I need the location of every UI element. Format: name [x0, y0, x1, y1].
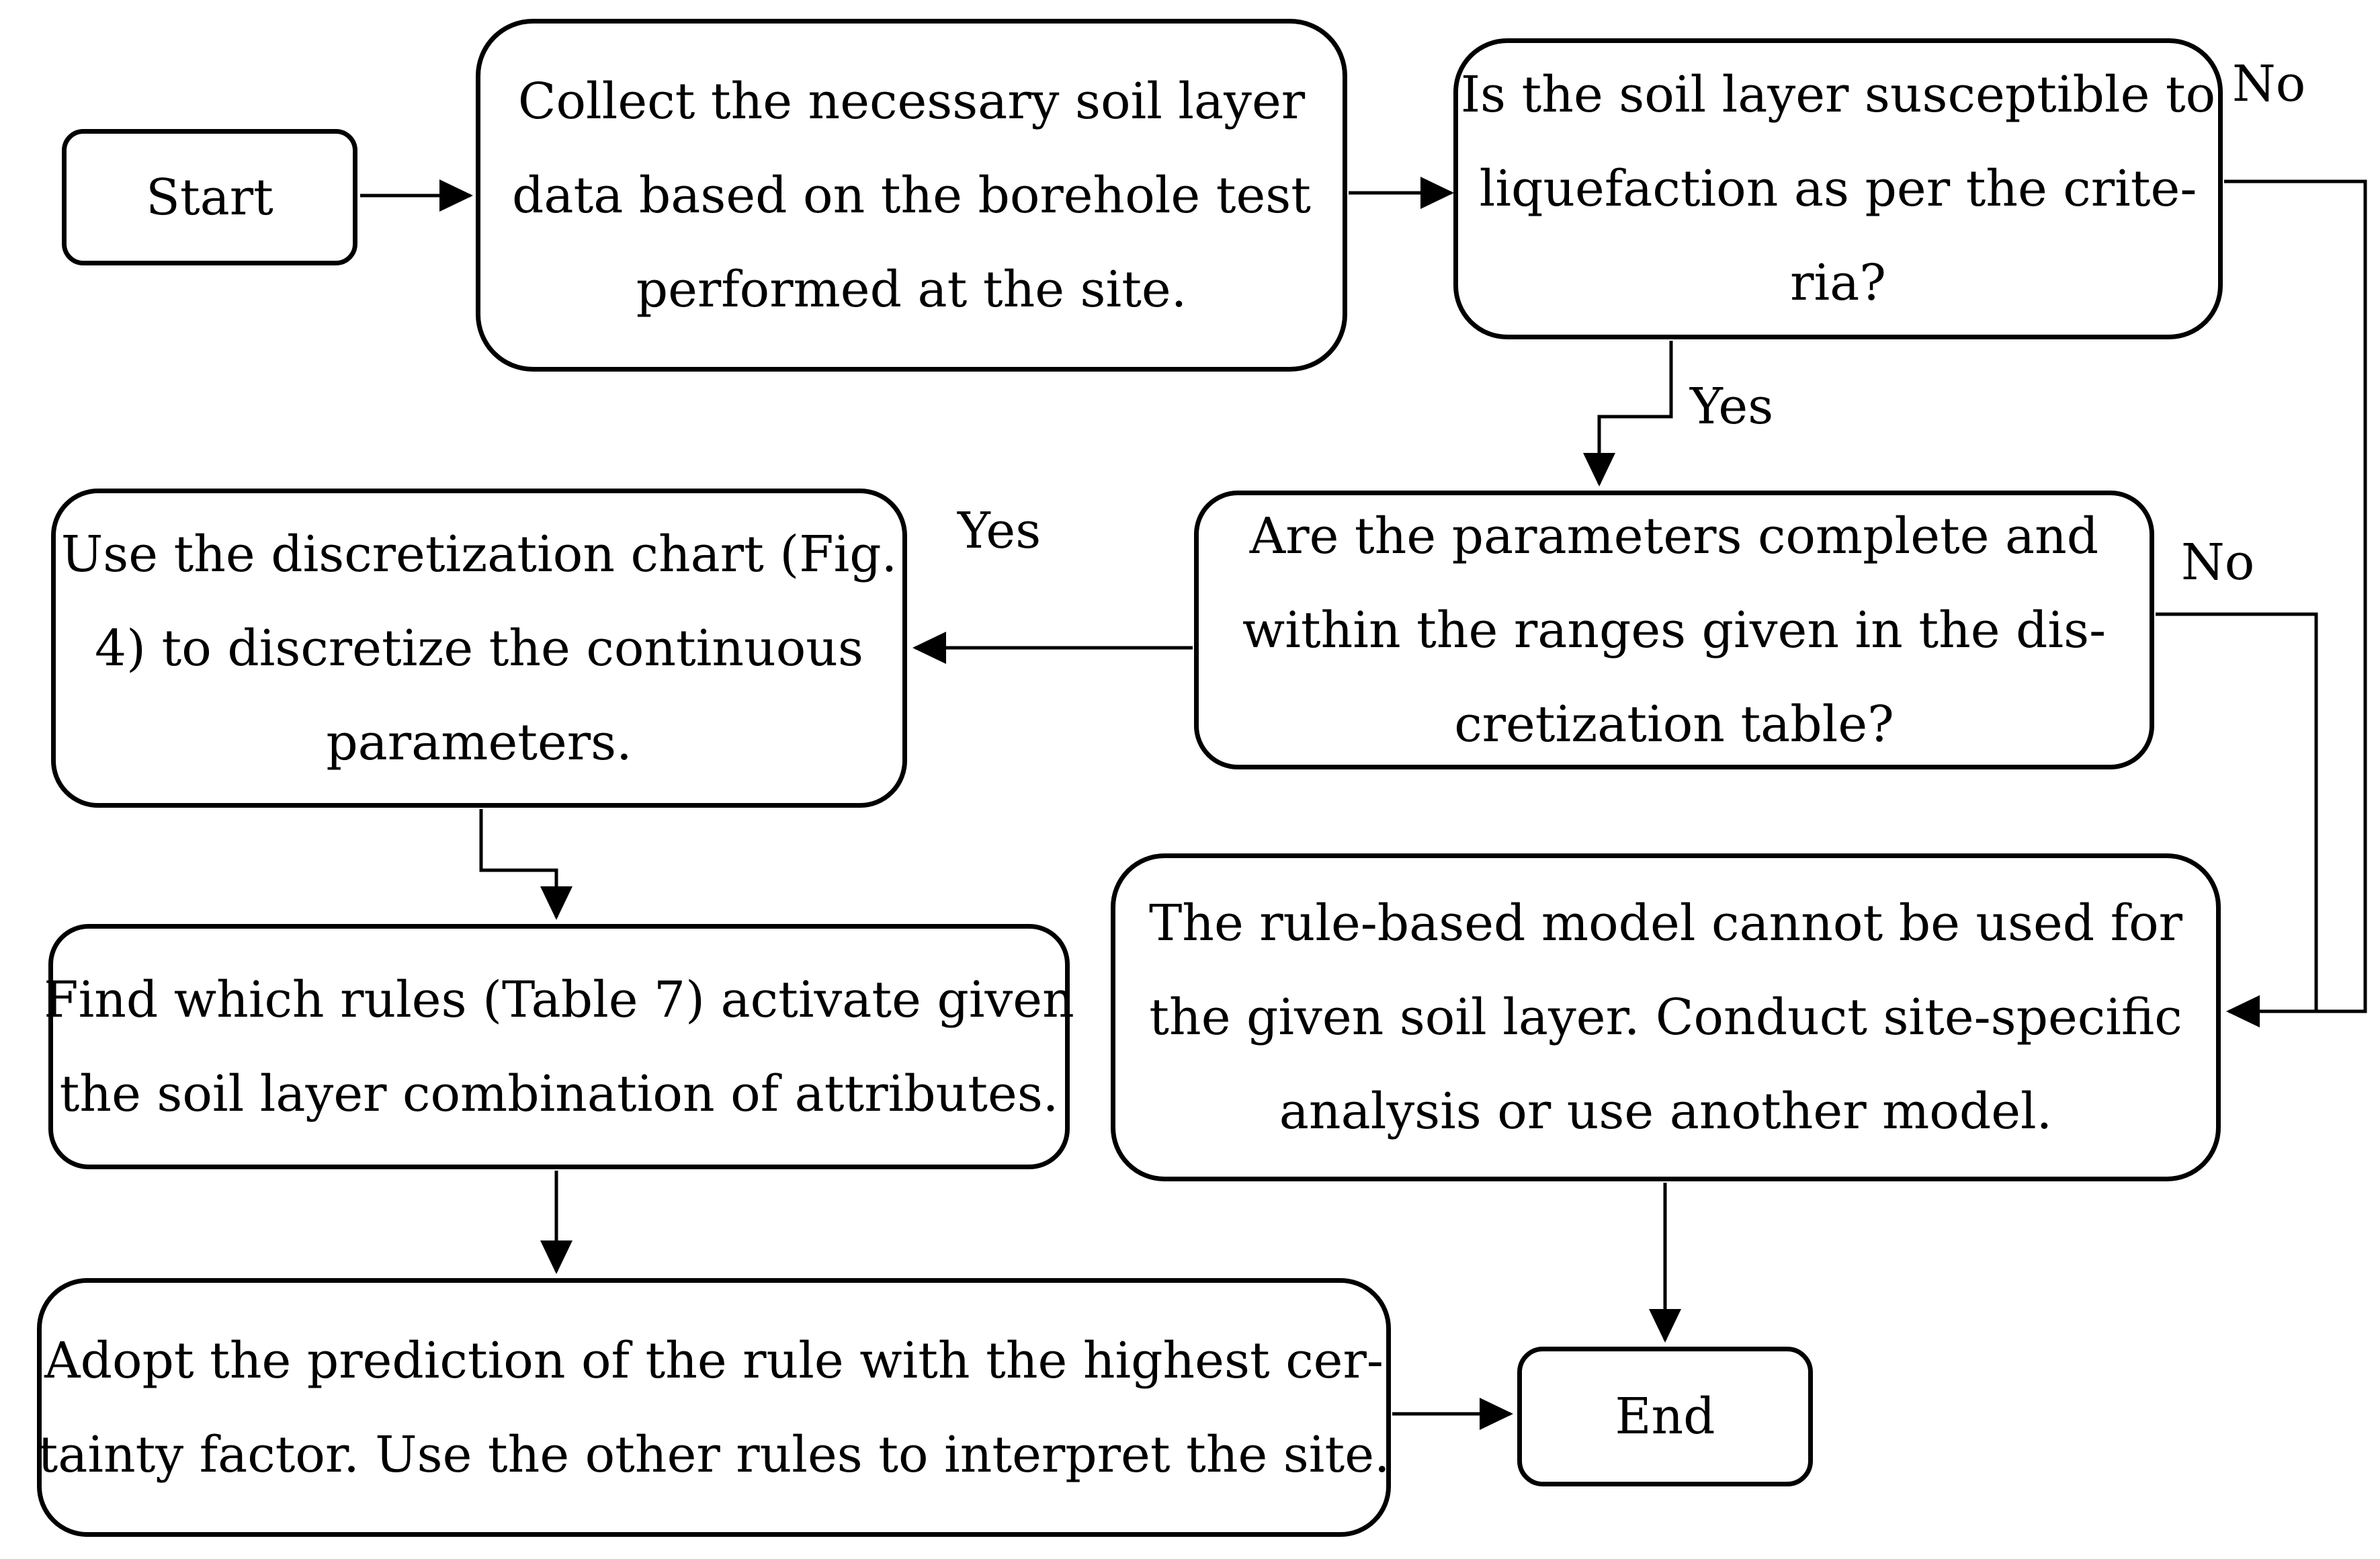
edge-susceptible-yes-to-parameters [1583, 341, 1673, 487]
node-discretize-line-3: parameters. [326, 713, 632, 771]
node-find-rules-line-2: the soil layer combination of attributes… [59, 1064, 1059, 1123]
node-cannot-line-2: the given soil layer. Conduct site-speci… [1149, 988, 2182, 1046]
node-end-label: End [1615, 1388, 1715, 1445]
node-adopt-line-2: tainty factor. Use the other rules to in… [38, 1425, 1390, 1484]
node-model-cannot-be-used: The rule-based model cannot be used for … [1111, 853, 2221, 1181]
node-adopt-prediction: Adopt the prediction of the rule with th… [37, 1278, 1391, 1537]
edge-label-no-parameters: No [2181, 534, 2255, 591]
node-discretize-line-1: Use the discretization chart (Fig. [60, 525, 898, 583]
node-parameters-decision: Are the parameters complete and within t… [1194, 491, 2154, 769]
node-end: End [1517, 1347, 1813, 1486]
edge-label-yes-susceptible: Yes [1690, 378, 1774, 435]
node-start: Start [62, 129, 357, 265]
node-parameters-line-3: cretization table? [1454, 695, 1894, 753]
node-susceptible-line-3: ria? [1790, 254, 1886, 312]
node-parameters-line-2: within the ranges given in the dis- [1242, 601, 2107, 659]
node-find-rules: Find which rules (Table 7) activate give… [44, 924, 1074, 1169]
edge-discretize-to-find [479, 809, 572, 920]
node-collect-line-1: Collect the necessary soil layer [517, 72, 1306, 130]
node-susceptible-decision: Is the soil layer susceptible to liquefa… [1453, 38, 2223, 339]
node-adopt-line-1: Adopt the prediction of the rule with th… [44, 1331, 1384, 1390]
edge-susceptible-no-to-cannot [2224, 179, 2367, 1027]
node-start-label: Start [146, 168, 273, 226]
node-susceptible-line-2: liquefaction as per the crite- [1479, 160, 2197, 218]
node-cannot-line-1: The rule-based model cannot be used for [1148, 894, 2183, 952]
edge-label-yes-parameters: Yes [958, 502, 1042, 560]
node-susceptible-line-1: Is the soil layer susceptible to [1460, 66, 2216, 124]
node-collect-line-3: performed at the site. [636, 260, 1187, 319]
edge-label-no-susceptible: No [2232, 55, 2306, 113]
node-discretize: Use the discretization chart (Fig. 4) to… [51, 489, 907, 808]
node-discretize-line-2: 4) to discretize the continuous [95, 619, 863, 677]
node-cannot-line-3: analysis or use another model. [1279, 1083, 2053, 1140]
node-collect-data: Collect the necessary soil layer data ba… [476, 19, 1347, 372]
node-collect-line-2: data based on the borehole test [512, 166, 1311, 224]
edge-parameters-no-join [2156, 612, 2318, 1010]
node-parameters-line-1: Are the parameters complete and [1249, 507, 2099, 565]
node-find-rules-line-1: Find which rules (Table 7) activate give… [44, 970, 1074, 1029]
